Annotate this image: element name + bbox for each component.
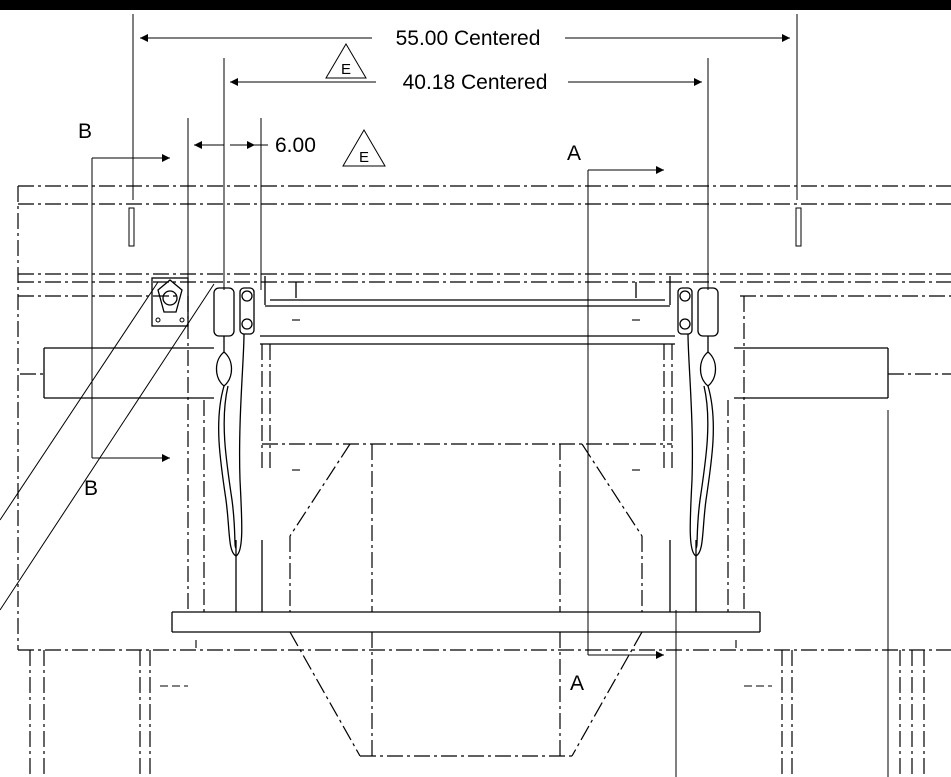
dimension-offset: 6.00 E xyxy=(187,118,386,290)
leader-lines xyxy=(0,281,889,777)
revision-triangle-inner: E xyxy=(325,43,367,79)
revision-marker-label: E xyxy=(341,61,351,78)
section-a-top-label: A xyxy=(567,142,581,165)
top-beam xyxy=(17,185,951,651)
revision-marker-label-offset: E xyxy=(359,149,369,166)
dimension-inner-label: 40.18 Centered xyxy=(403,71,548,94)
dimension-inner-width: 40.18 Centered xyxy=(223,58,709,290)
center-frame xyxy=(260,276,675,471)
left-bracket xyxy=(151,277,189,327)
section-b-top-label: B xyxy=(78,120,92,143)
top-border-bar xyxy=(0,0,951,10)
right-chain xyxy=(677,287,719,557)
section-b-bottom-label: B xyxy=(84,477,98,500)
chute xyxy=(289,443,643,757)
section-a-bottom-label: A xyxy=(570,672,584,695)
left-chain xyxy=(213,287,255,557)
cross-bar xyxy=(20,347,951,399)
section-a-marker: A A xyxy=(567,142,664,695)
dimension-overall-label: 55.00 Centered xyxy=(396,27,541,50)
section-b-marker: B B xyxy=(78,120,170,500)
bottom-plate xyxy=(171,540,761,633)
dimension-offset-label: 6.00 xyxy=(275,134,316,157)
vertical-supports xyxy=(29,296,925,777)
dimension-overall-width: 55.00 Centered xyxy=(132,14,798,200)
